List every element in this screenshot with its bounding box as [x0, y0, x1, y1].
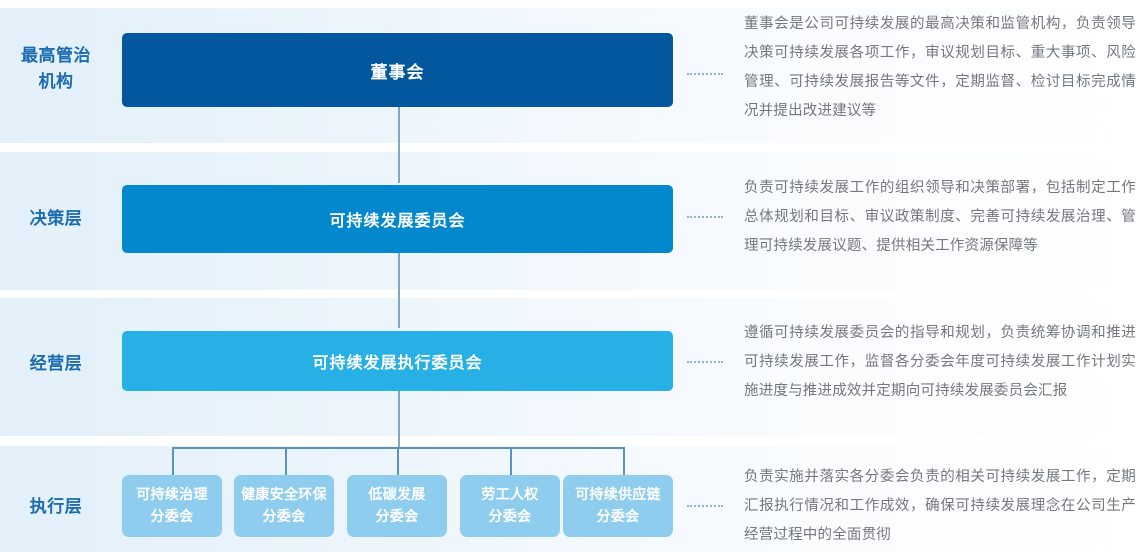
- connector-stub-2: [285, 447, 287, 475]
- connector-stub-3: [397, 447, 399, 475]
- connector-exec-to-branch: [398, 391, 400, 448]
- node-sustainability-committee[interactable]: 可持续发展委员会: [122, 185, 673, 253]
- connector-branch-bus: [173, 447, 625, 449]
- subcommittee-line-2: 分委会: [150, 508, 194, 524]
- connector-stub-5: [623, 447, 625, 475]
- subcommittee-line-2: 分委会: [375, 508, 419, 524]
- tier-label-decision: 决策层: [29, 209, 83, 228]
- dotted-leader-row-1: [687, 73, 723, 75]
- connector-stub-1: [172, 447, 174, 475]
- node-subcommittee-governance[interactable]: 可持续治理 分委会: [122, 475, 222, 537]
- description-decision: 负责可持续发展工作的组织领导和决策部署，包括制定工作总体规划和目标、审议政策制度…: [744, 180, 1136, 254]
- dotted-leader-row-4: [687, 505, 723, 507]
- description-management: 遵循可持续发展委员会的指导和规划，负责统筹协调和推进可持续发展工作，监督各分委会…: [744, 325, 1136, 399]
- subcommittee-line-1: 健康安全环保: [241, 486, 327, 503]
- subcommittee-line-1: 劳工人权: [481, 486, 539, 503]
- subcommittee-line-1: 可持续治理: [136, 486, 208, 503]
- node-subcommittee-labor-human-rights[interactable]: 劳工人权 分委会: [460, 475, 560, 537]
- node-subcommittee-hse[interactable]: 健康安全环保 分委会: [234, 475, 334, 537]
- connector-board-to-committee: [398, 107, 400, 183]
- subcommittee-line-2: 分委会: [488, 508, 532, 524]
- dotted-leader-row-2: [687, 216, 723, 218]
- node-subcommittee-sustainable-supply-chain[interactable]: 可持续供应链 分委会: [563, 475, 673, 537]
- node-subcommittee-low-carbon[interactable]: 低碳发展 分委会: [347, 475, 447, 537]
- subcommittee-line-1: 可持续供应链: [575, 486, 661, 503]
- dotted-leader-row-3: [687, 361, 723, 363]
- tier-label-management: 经营层: [29, 354, 83, 373]
- connector-committee-to-exec: [398, 253, 400, 328]
- tier-label-governance: 最高管治机构: [21, 46, 91, 91]
- description-execution: 负责实施并落实各分委会负责的相关可持续发展工作，定期汇报执行情况和工作成效，确保…: [744, 469, 1136, 543]
- tier-label-execution: 执行层: [29, 497, 83, 516]
- connector-stub-4: [510, 447, 512, 475]
- description-governance: 董事会是公司可持续发展的最高决策和监管机构，负责领导决策可持续发展各项工作，审议…: [744, 16, 1136, 119]
- subcommittee-line-1: 低碳发展: [368, 486, 426, 503]
- node-sustainability-executive-committee[interactable]: 可持续发展执行委员会: [122, 331, 673, 391]
- subcommittee-line-2: 分委会: [596, 508, 640, 524]
- subcommittee-line-2: 分委会: [262, 508, 306, 524]
- node-board-of-directors[interactable]: 董事会: [122, 33, 673, 107]
